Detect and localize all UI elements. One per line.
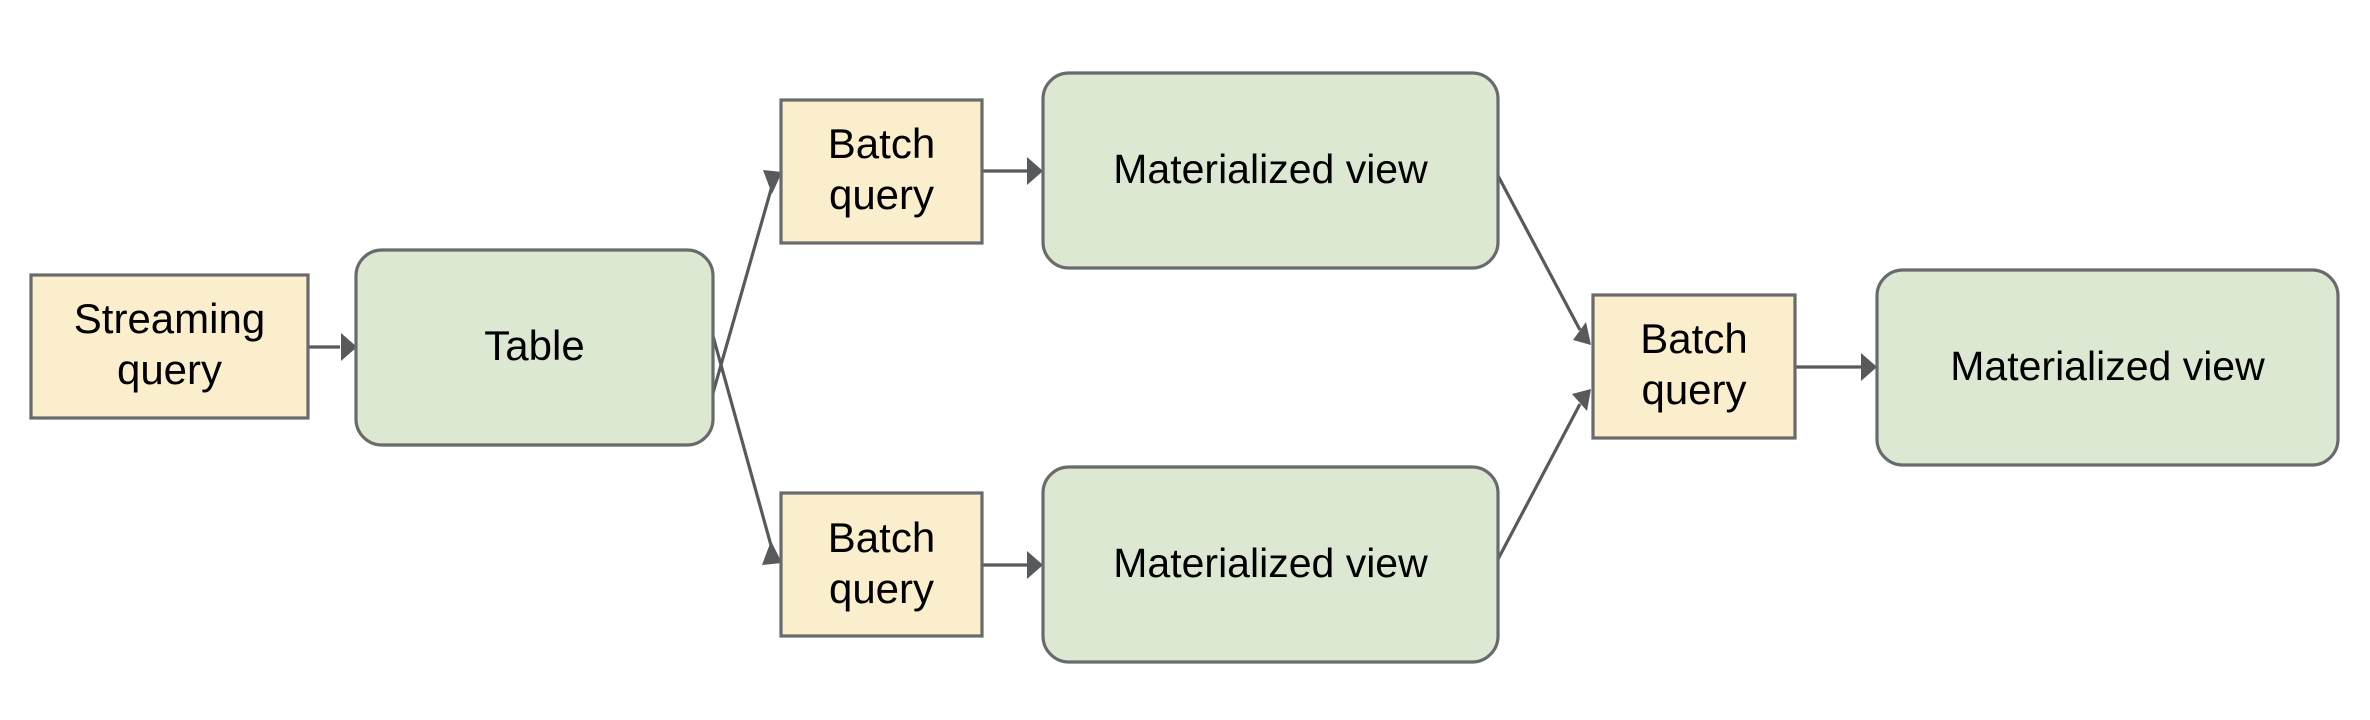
node-table[interactable]: Table — [354, 248, 715, 447]
node-materialized-view-top[interactable]: Materialized view — [1041, 71, 1500, 270]
edge-table-to-batch-bottom — [711, 335, 782, 565]
materialized-view-top-label: Materialized view — [1113, 146, 1428, 192]
arrow-head-icon — [1027, 157, 1043, 185]
batch-query-center-label-line1: Batch — [1640, 315, 1747, 362]
arrow-head-icon — [762, 541, 782, 565]
arrow-head-icon — [1861, 353, 1877, 381]
table-label: Table — [484, 322, 584, 369]
arrow-head-icon — [341, 333, 357, 361]
node-materialized-view-right[interactable]: Materialized view — [1875, 268, 2340, 467]
streaming-query-box[interactable] — [29, 273, 310, 420]
materialized-view-right-box[interactable] — [1875, 268, 2340, 467]
batch-query-top-label-line2: query — [829, 171, 934, 218]
batch-query-bottom-box[interactable] — [779, 491, 984, 638]
node-materialized-view-bottom[interactable]: Materialized view — [1041, 465, 1500, 664]
node-batch-query-bottom[interactable]: Batch query — [779, 491, 984, 638]
edge-view-top-to-batch-center — [1494, 171, 1591, 345]
arrow-head-icon — [1027, 551, 1043, 579]
arrow-head-icon — [1573, 322, 1591, 345]
node-streaming-query[interactable]: Streaming query — [29, 273, 310, 420]
batch-query-bottom-label-line1: Batch — [828, 514, 935, 561]
arrow-head-icon — [763, 170, 782, 194]
batch-query-top-box[interactable] — [779, 98, 984, 245]
batch-query-center-box[interactable] — [1591, 293, 1797, 440]
batch-query-bottom-label-line2: query — [829, 565, 934, 612]
edge-streaming-to-table — [308, 333, 357, 361]
materialized-view-bottom-label: Materialized view — [1113, 540, 1428, 586]
edge-batch-top-to-view-top — [982, 157, 1043, 185]
materialized-view-bottom-box[interactable] — [1041, 465, 1500, 664]
batch-query-top-label-line1: Batch — [828, 120, 935, 167]
batch-query-center-label-line2: query — [1641, 366, 1746, 413]
node-batch-query-center[interactable]: Batch query — [1591, 293, 1797, 440]
edge-view-bottom-to-batch-center — [1494, 389, 1591, 564]
edge-batch-bottom-to-view-bottom — [982, 551, 1043, 579]
node-batch-query-top[interactable]: Batch query — [779, 98, 984, 245]
streaming-query-label-line1: Streaming — [74, 295, 265, 342]
arrow-head-icon — [1572, 389, 1591, 411]
table-box[interactable] — [354, 248, 715, 447]
edge-batch-center-to-view-right — [1795, 353, 1877, 381]
edge-table-to-batch-top — [711, 170, 782, 394]
materialized-view-top-box[interactable] — [1041, 71, 1500, 270]
streaming-query-label-line2: query — [117, 346, 222, 393]
materialized-view-right-label: Materialized view — [1950, 343, 2265, 389]
